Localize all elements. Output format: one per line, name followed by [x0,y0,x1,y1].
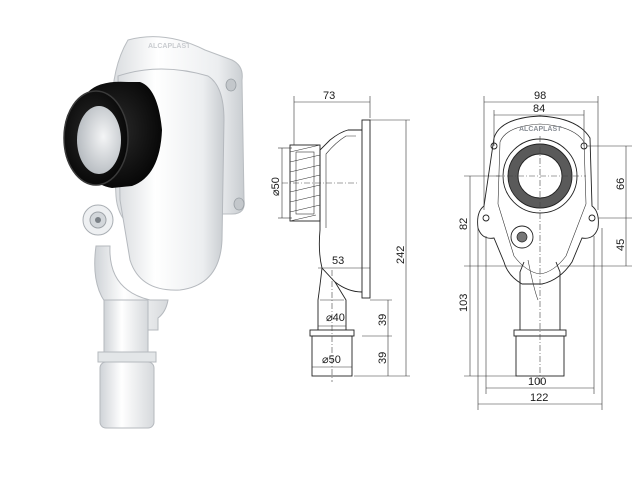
product-photo: ALCAPLAST [63,36,245,429]
dim-side-39-lower: 39 [377,352,389,364]
dim-side-d50-inlet: ⌀50 [270,177,282,196]
cleanout-cap [82,204,114,236]
inlet-seal-hatch [289,144,321,222]
dim-side-d50-outlet: ⌀50 [322,354,341,366]
dim-front-66: 66 [615,178,627,190]
dim-front-45: 45 [615,239,627,251]
dim-side-53: 53 [332,255,344,267]
dim-front-98: 98 [534,90,546,102]
dim-front-84: 84 [533,103,545,115]
dim-side-39-upper: 39 [377,314,389,326]
brand-logo-drawing: ALCAPLAST [519,126,562,133]
dim-side-242: 242 [395,246,407,264]
rubber-seal [63,81,162,188]
side-view-drawing: 73 ⌀50 53 ⌀40 ⌀50 39 39 242 [270,90,410,382]
dim-side-d40: ⌀40 [326,312,345,324]
brand-logo-photo: ALCAPLAST [148,43,191,50]
dim-side-73: 73 [323,90,335,102]
dim-front-103: 103 [458,294,470,312]
dim-front-82: 82 [458,218,470,230]
dim-front-100: 100 [528,376,546,388]
front-view-drawing: ALCAPLAST 98 84 66 45 [458,90,632,410]
dim-front-122: 122 [530,392,548,404]
